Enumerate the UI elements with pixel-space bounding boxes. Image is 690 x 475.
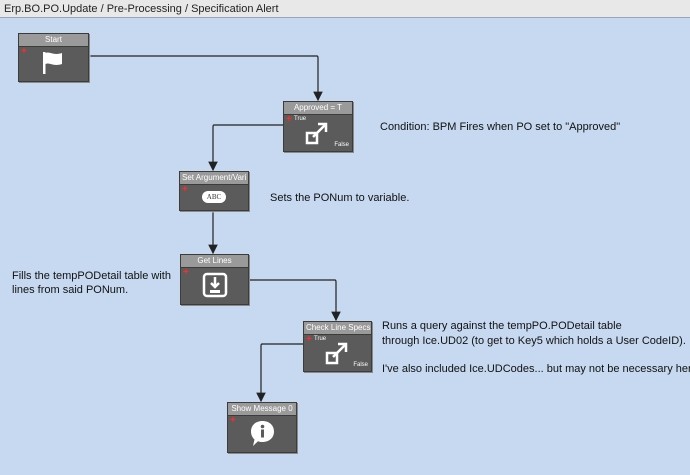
- abc-icon: ABC: [202, 191, 226, 203]
- condition-note: Condition: BPM Fires when PO set to "App…: [380, 121, 621, 133]
- expand-icon[interactable]: +: [183, 267, 189, 278]
- runs-note-line-1: Runs a query against the tempPO.PODetail…: [382, 320, 622, 332]
- true-label: True: [314, 336, 327, 342]
- download-box-icon: [202, 272, 228, 298]
- expand-icon[interactable]: +: [182, 184, 188, 195]
- node-title: Set Argument/Vari: [180, 172, 248, 185]
- node-title: Start: [19, 34, 88, 47]
- node-title: Approved = T: [284, 102, 352, 115]
- start-node[interactable]: Start +: [18, 33, 89, 82]
- show-message-node[interactable]: Show Message 0 +: [227, 402, 297, 453]
- condition-arrows-icon: [305, 122, 328, 145]
- sets-note: Sets the PONum to variable.: [270, 192, 410, 204]
- runs-note-line-3: I've also included Ice.UDCodes... but ma…: [382, 363, 690, 375]
- expand-icon[interactable]: +: [21, 46, 27, 57]
- node-title: Show Message 0: [228, 403, 296, 416]
- flag-icon: [43, 52, 62, 74]
- expand-icon[interactable]: +: [286, 114, 292, 125]
- runs-note-line-2: through Ice.UD02 (to get to Key5 which h…: [382, 335, 686, 347]
- expand-icon[interactable]: +: [306, 334, 312, 345]
- approved-condition-node[interactable]: Approved = T + True False: [283, 101, 353, 152]
- fills-note-line-2: lines from said PONum.: [12, 284, 129, 296]
- check-line-specs-node[interactable]: Check Line Specs + True False: [303, 321, 372, 372]
- expand-icon[interactable]: +: [230, 415, 236, 426]
- get-lines-node[interactable]: Get Lines +: [180, 254, 249, 305]
- set-argument-node[interactable]: Set Argument/Vari + ABC: [179, 171, 249, 211]
- false-label: False: [334, 142, 349, 148]
- window-title: Erp.BO.PO.Update / Pre-Processing / Spec…: [0, 0, 690, 18]
- workflow-canvas[interactable]: [0, 18, 690, 475]
- false-label: False: [353, 362, 368, 368]
- node-title: Get Lines: [181, 255, 248, 268]
- condition-arrows-icon: [325, 342, 348, 365]
- fills-note-line-1: Fills the tempPODetail table with: [12, 270, 171, 282]
- true-label: True: [294, 116, 307, 122]
- info-bubble-icon: [251, 421, 274, 446]
- node-title: Check Line Specs: [304, 322, 371, 335]
